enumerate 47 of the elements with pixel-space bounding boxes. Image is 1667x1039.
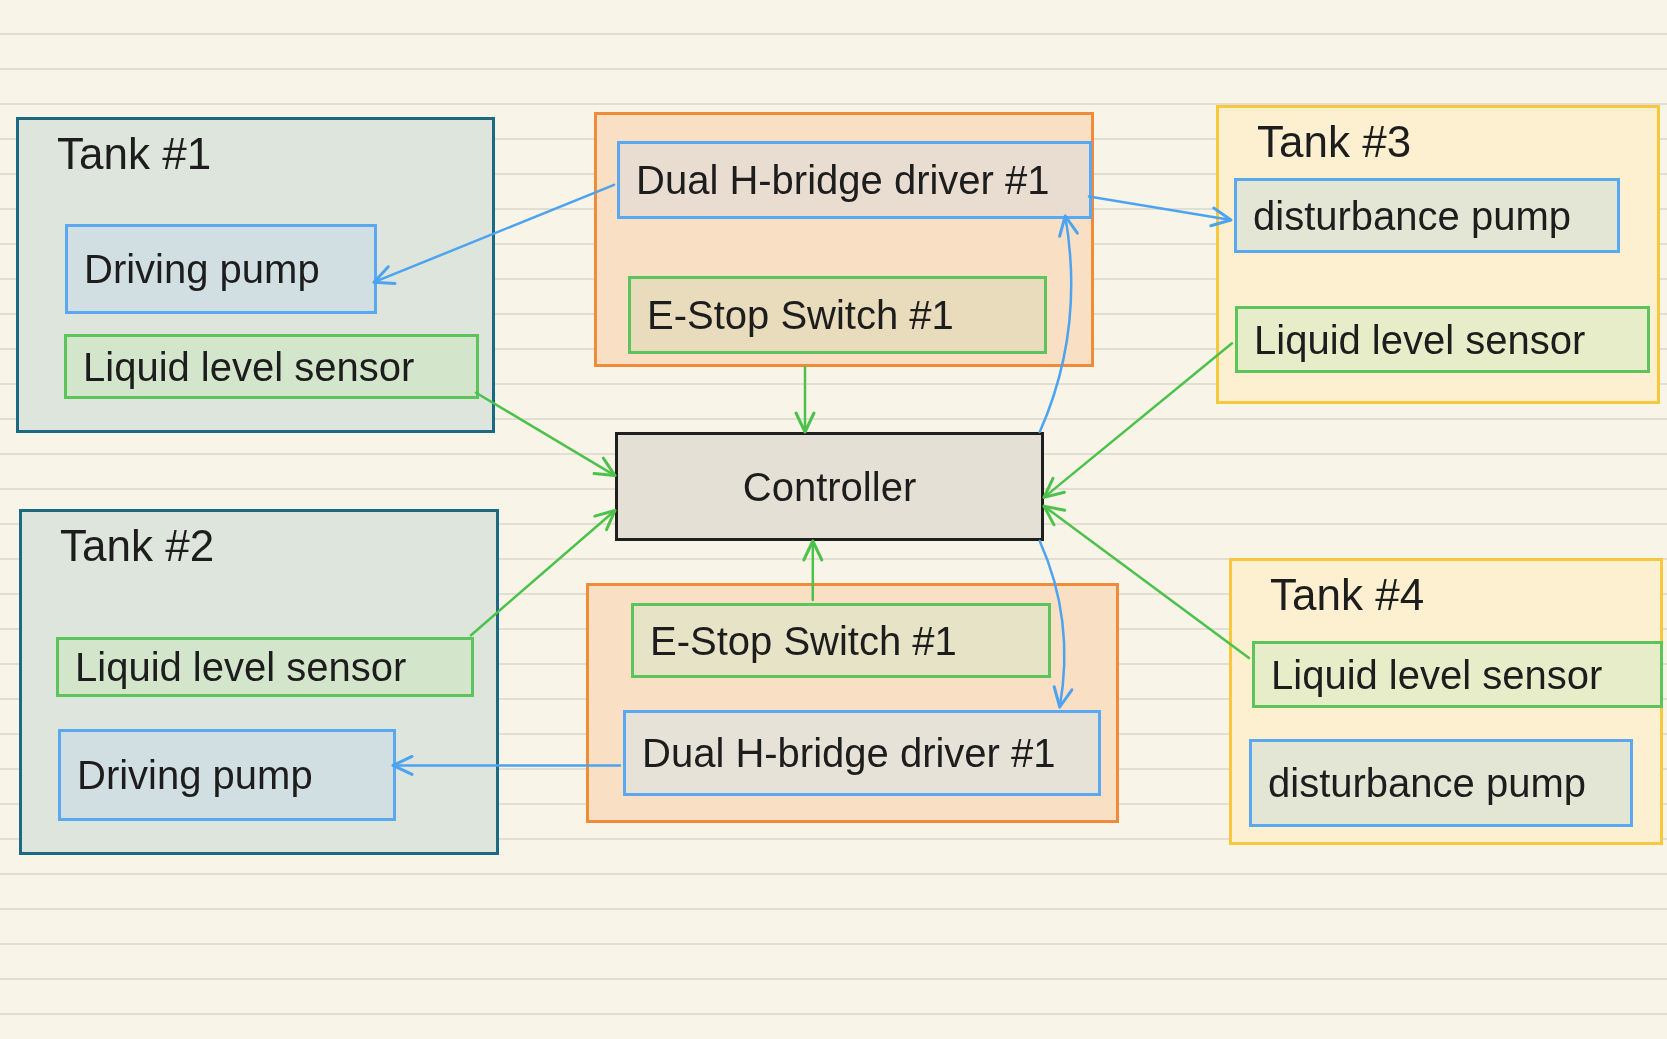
group-frame xyxy=(586,583,1119,823)
arrow xyxy=(469,509,617,637)
component-label: E-Stop Switch #1 xyxy=(650,617,957,665)
arrow xyxy=(1087,195,1233,228)
process-box xyxy=(56,637,474,697)
group-heading: Tank #3 xyxy=(1257,116,1412,168)
process-box xyxy=(1234,178,1620,253)
process-box xyxy=(628,276,1047,354)
process-box xyxy=(1249,739,1633,827)
component-label: disturbance pump xyxy=(1253,192,1571,240)
arrow xyxy=(1038,214,1079,434)
arrow xyxy=(1042,341,1234,499)
process-box xyxy=(1252,641,1663,708)
component-label: Driving pump xyxy=(77,752,313,799)
process-box xyxy=(1235,306,1650,373)
process-box xyxy=(623,710,1101,796)
process-box xyxy=(65,224,377,314)
arrow xyxy=(794,365,816,434)
group-panel xyxy=(1229,558,1663,845)
component-label: Liquid level sensor xyxy=(1271,651,1603,699)
group-heading: Tank #2 xyxy=(60,520,215,572)
component-label: Driving pump xyxy=(84,246,320,293)
component-label: Liquid level sensor xyxy=(75,644,407,691)
process-box xyxy=(617,141,1092,219)
group-panel xyxy=(1216,105,1660,404)
process-box xyxy=(631,603,1051,678)
arrow xyxy=(474,391,617,478)
process-box xyxy=(615,432,1044,541)
arrow xyxy=(372,183,616,285)
process-box xyxy=(64,334,479,399)
component-label: Dual H-bridge driver #1 xyxy=(642,730,1056,777)
component-label: Controller xyxy=(742,463,917,511)
process-box xyxy=(58,729,396,821)
arrow xyxy=(802,539,824,602)
component-label: Dual H-bridge driver #1 xyxy=(636,157,1050,204)
component-label: disturbance pump xyxy=(1268,760,1586,807)
group-heading: Tank #1 xyxy=(57,128,212,180)
group-panel xyxy=(16,117,495,433)
group-frame xyxy=(594,112,1094,367)
arrow xyxy=(1042,504,1251,660)
component-label: Liquid level sensor xyxy=(1254,316,1586,364)
component-label: E-Stop Switch #1 xyxy=(647,292,954,339)
arrow xyxy=(391,754,622,776)
arrow xyxy=(1038,539,1073,709)
group-heading: Tank #4 xyxy=(1270,569,1425,621)
group-panel xyxy=(19,509,499,855)
component-label: Liquid level sensor xyxy=(83,343,415,391)
